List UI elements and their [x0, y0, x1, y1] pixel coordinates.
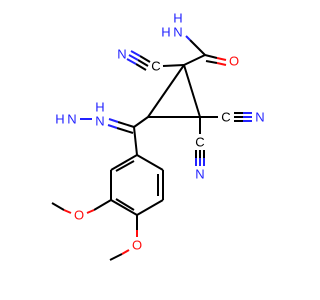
atom-nitrile-top-carbon: C [151, 59, 160, 74]
ring-bond-c1-c3 [147, 64, 185, 118]
atom-nitrile-top-nitrogen: N [117, 47, 126, 62]
atom-nitrile-right-carbon: C [221, 110, 230, 125]
ring-bond-3 [136, 199, 164, 216]
atom-amide-nitrogen: N [173, 25, 182, 40]
ring-double-3 [115, 160, 135, 172]
bond-nitrile-top-1a [137, 59, 149, 67]
bond-nitrile-top-2b [130, 50, 141, 57]
ring-bond-1 [136, 154, 164, 171]
atom-hydrazone-h: H [95, 100, 104, 115]
atom-hydrazone-n1: N [95, 114, 104, 129]
ring-double-2 [115, 198, 135, 211]
bond-amide-co-a [204, 54, 218, 59]
bond-amide-n-stub [185, 35, 191, 41]
atom-amide-hydrogen: H [161, 25, 170, 40]
bond-nitrile-top-2a [139, 55, 151, 63]
bond-hydrazone-c-ring [133, 126, 138, 156]
bond-o1-me-a [63, 209, 72, 214]
bond-nitrile-top-3b [126, 58, 137, 65]
atom-labels: N H H O C N C N C N N H N H O O [55, 11, 264, 253]
atom-methoxy1-oxygen: O [74, 208, 84, 223]
bond-hydrazone-cn-b [108, 118, 119, 123]
atom-amide-hydrogen-2: H [173, 11, 182, 26]
bond-amide-co-c [205, 60, 218, 64]
atom-hydrazone-h2: H [55, 112, 64, 127]
atom-nitrile-bottom-carbon: C [195, 135, 204, 150]
atom-amide-oxygen: O [229, 54, 239, 69]
bond-amide-c-n [189, 39, 206, 56]
bond-o2-me-a [121, 249, 130, 255]
bond-amide-co-d [216, 62, 227, 66]
bond-c1-amide-c [183, 54, 206, 66]
bond-hydrazone-cn-a [117, 121, 135, 128]
atom-nitrile-bottom-nitrogen: N [195, 167, 204, 182]
bond-hydrazone-cn-d [107, 124, 118, 129]
bond-amide-co-b [216, 57, 227, 61]
chemical-structure-diagram: N H H O C N C N C N N H N H O O [51, 11, 265, 261]
atom-hydrazone-n2: N [67, 112, 76, 127]
ring-bond-4 [110, 199, 138, 216]
bond-c3-hydrazone-c [133, 116, 149, 128]
ring-bond-6 [110, 154, 138, 171]
bond-ring-o1-b [86, 209, 95, 214]
molecule-canvas: N H H O C N C N C N N H N H O O [51, 10, 265, 261]
bond-ring-o1 [93, 199, 112, 211]
bond-o1-me-b [51, 202, 65, 211]
atom-nitrile-right-nitrogen: N [255, 110, 264, 125]
bonds [51, 35, 252, 261]
ring-bond-c1-c2 [183, 64, 201, 118]
bond-nitrile-top-1b [128, 54, 139, 61]
bond-c1-nitrile-top [162, 64, 185, 67]
bond-o2-me-b [109, 253, 123, 261]
atom-methoxy2-oxygen: O [132, 238, 142, 253]
bond-hydrazone-cn-c [116, 127, 134, 134]
bond-nitrile-top-3a [135, 63, 147, 71]
